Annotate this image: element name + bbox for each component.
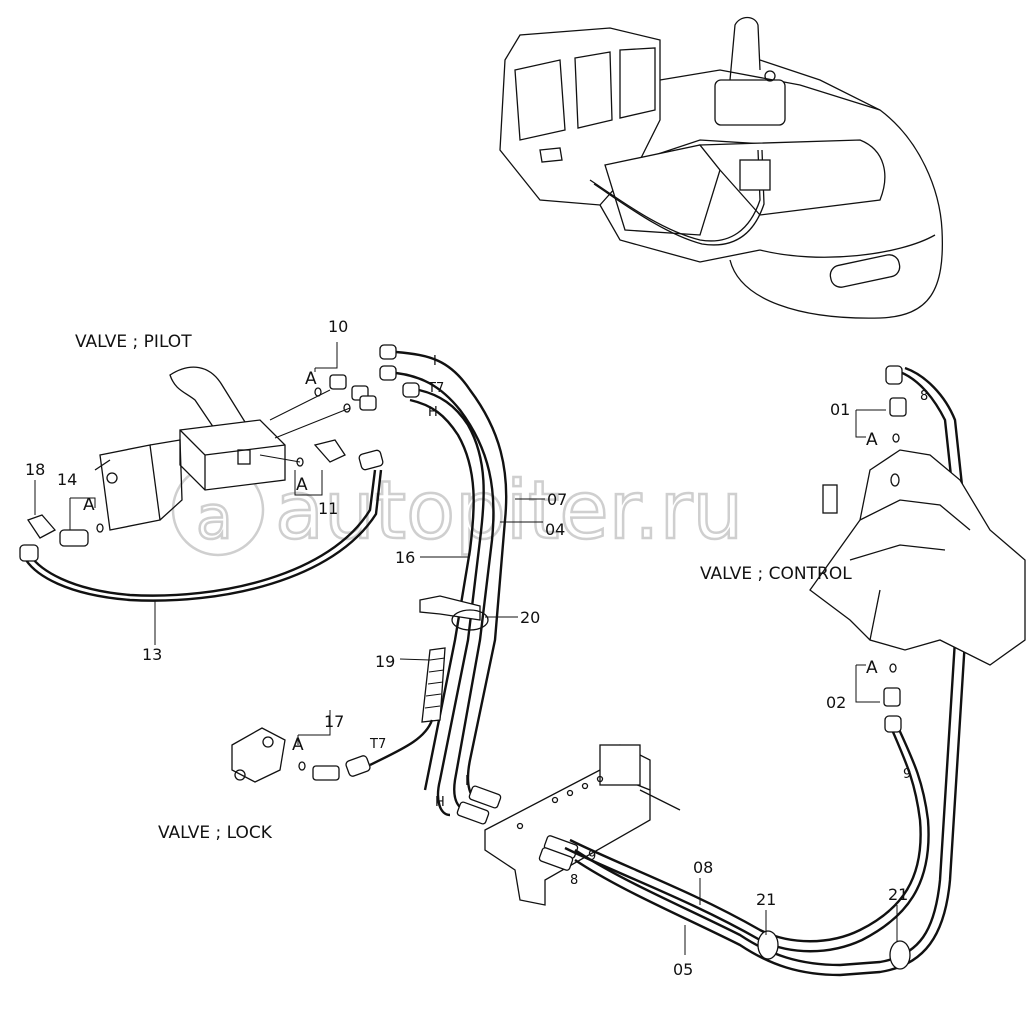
marker-A-01: A xyxy=(866,430,878,450)
marker-H-top: H xyxy=(428,405,438,420)
fitting-02 xyxy=(855,663,902,733)
marker-A-17: A xyxy=(292,735,304,755)
part-label-10: 10 xyxy=(328,317,348,336)
part-label-14: 14 xyxy=(57,470,77,489)
marker-I-bottom: I xyxy=(465,774,469,789)
marker-I-top: I xyxy=(433,354,437,369)
marker-9-bracket: 9 xyxy=(588,849,596,864)
pilot-hose-13 xyxy=(19,449,384,602)
marker-9-control: 9 xyxy=(903,767,911,782)
valve-pilot-label: VALVE ; PILOT xyxy=(75,332,192,352)
hose-clamp-20 xyxy=(419,595,489,631)
marker-H-bottom: H xyxy=(435,795,445,810)
marker-A-14: A xyxy=(83,495,95,515)
marker-T7-top: T7 xyxy=(427,381,444,396)
part-label-20: 20 xyxy=(520,608,540,627)
part-label-04: 04 xyxy=(545,520,565,539)
excavator-overview-illustration xyxy=(499,16,944,319)
part-label-17: 17 xyxy=(324,712,344,731)
spiral-protector-19 xyxy=(369,647,446,767)
part-label-18: 18 xyxy=(25,460,45,479)
marker-A-02: A xyxy=(866,658,878,678)
bulkhead-fittings xyxy=(456,785,579,871)
control-valve-assembly xyxy=(809,449,1026,666)
part-label-07: 07 xyxy=(547,490,567,509)
fitting-01 xyxy=(855,365,907,443)
marker-A-10: A xyxy=(305,369,317,389)
watermark-text: autopiter.ru xyxy=(275,464,743,557)
part-label-11: 11 xyxy=(318,499,338,518)
marker-8-control: 8 xyxy=(920,389,928,404)
fittings-group-10 xyxy=(269,342,377,439)
valve-lock-label: VALVE ; LOCK xyxy=(158,823,273,843)
marker-T7-lock: T7 xyxy=(369,737,386,752)
part-label-01: 01 xyxy=(830,400,850,419)
part-label-02: 02 xyxy=(826,693,846,712)
long-hoses-05-08 xyxy=(564,366,972,977)
part-label-08: 08 xyxy=(693,858,713,877)
part-label-16: 16 xyxy=(395,548,415,567)
part-label-21-b: 21 xyxy=(888,885,908,904)
part-label-13: 13 xyxy=(142,645,162,664)
part-label-19: 19 xyxy=(375,652,395,671)
marker-A-11: A xyxy=(296,475,308,495)
part-label-05: 05 xyxy=(673,960,693,979)
fittings-group-11 xyxy=(259,439,346,496)
leader-19 xyxy=(399,658,431,661)
part-label-21-a: 21 xyxy=(756,890,776,909)
lock-valve-assembly xyxy=(231,710,371,783)
marker-8-bracket: 8 xyxy=(570,873,578,888)
valve-control-label: VALVE ; CONTROL xyxy=(700,564,852,584)
pilot-hose-bundle xyxy=(379,344,508,817)
mounting-bracket xyxy=(484,744,681,906)
pilot-valve-assembly xyxy=(94,366,286,531)
svg-text:a: a xyxy=(196,483,233,553)
leader-14 xyxy=(69,497,96,530)
